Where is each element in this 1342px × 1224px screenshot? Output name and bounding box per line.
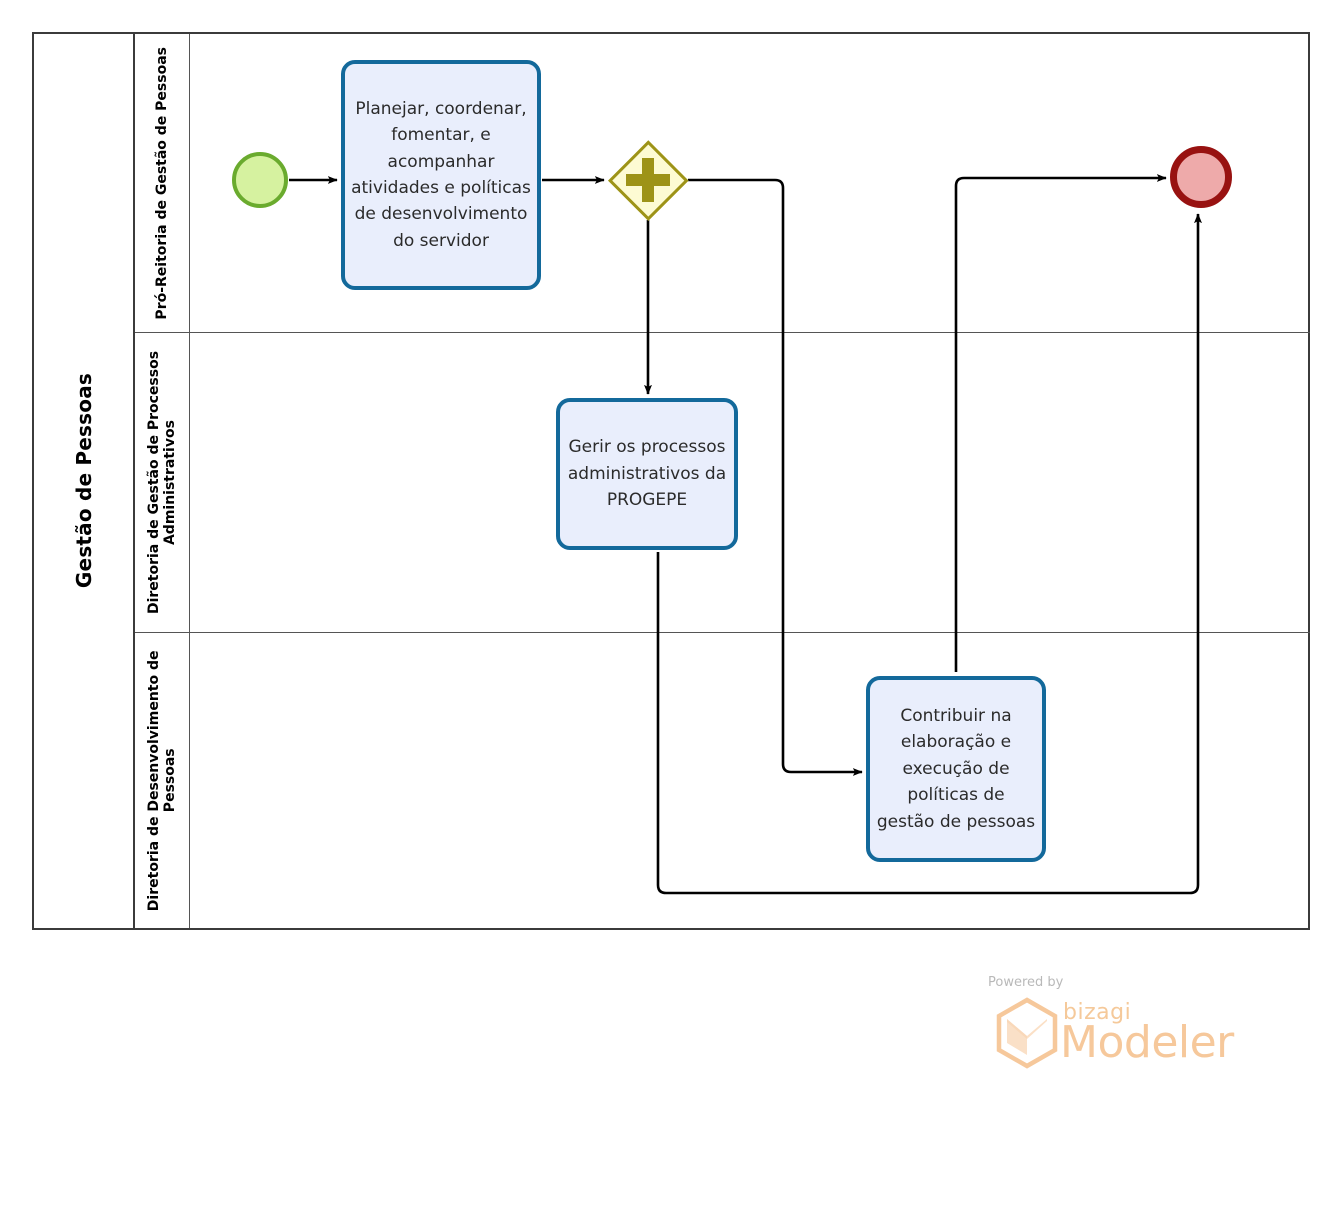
lane-desenvolvimento[interactable]: Diretoria de Desenvolvimento de Pessoas xyxy=(135,633,1310,928)
lane-header-desenvolvimento: Diretoria de Desenvolvimento de Pessoas xyxy=(135,633,190,928)
pool-header: Gestão de Pessoas xyxy=(34,34,135,928)
pool-title: Gestão de Pessoas xyxy=(71,373,96,589)
modeler-product-text: Modeler xyxy=(1060,1017,1234,1068)
parallel-gateway[interactable] xyxy=(607,139,689,221)
task-planejar-coordenar[interactable]: Planejar, coordenar, fomentar, e acompan… xyxy=(341,60,541,290)
start-event[interactable] xyxy=(232,152,288,208)
lane-label-desenvolvimento: Diretoria de Desenvolvimento de Pessoas xyxy=(145,650,178,911)
task-gerir-processos[interactable]: Gerir os processos administrativos da PR… xyxy=(556,398,738,550)
lane-header-pro-reitoria: Pró-Reitoria de Gestão de Pessoas xyxy=(135,34,190,332)
task-contribuir-politicas[interactable]: Contribuir na elaboração e execução de p… xyxy=(866,676,1046,862)
lane-label-pro-reitoria: Pró-Reitoria de Gestão de Pessoas xyxy=(153,46,170,320)
lane-label-gestao-processos: Diretoria de Gestão de Processos Adminis… xyxy=(145,350,178,615)
bizagi-watermark: Powered by bizagi Modeler xyxy=(988,975,1258,1075)
bizagi-brand-text: bizagi xyxy=(1063,1000,1132,1025)
plus-icon-vertical xyxy=(642,158,654,202)
powered-by-label: Powered by xyxy=(988,975,1064,990)
lane-header-gestao-processos: Diretoria de Gestão de Processos Adminis… xyxy=(135,333,190,632)
lane-pro-reitoria[interactable]: Pró-Reitoria de Gestão de Pessoas xyxy=(135,34,1310,333)
bizagi-hexagon-icon xyxy=(996,997,1058,1069)
end-event[interactable] xyxy=(1170,146,1232,208)
